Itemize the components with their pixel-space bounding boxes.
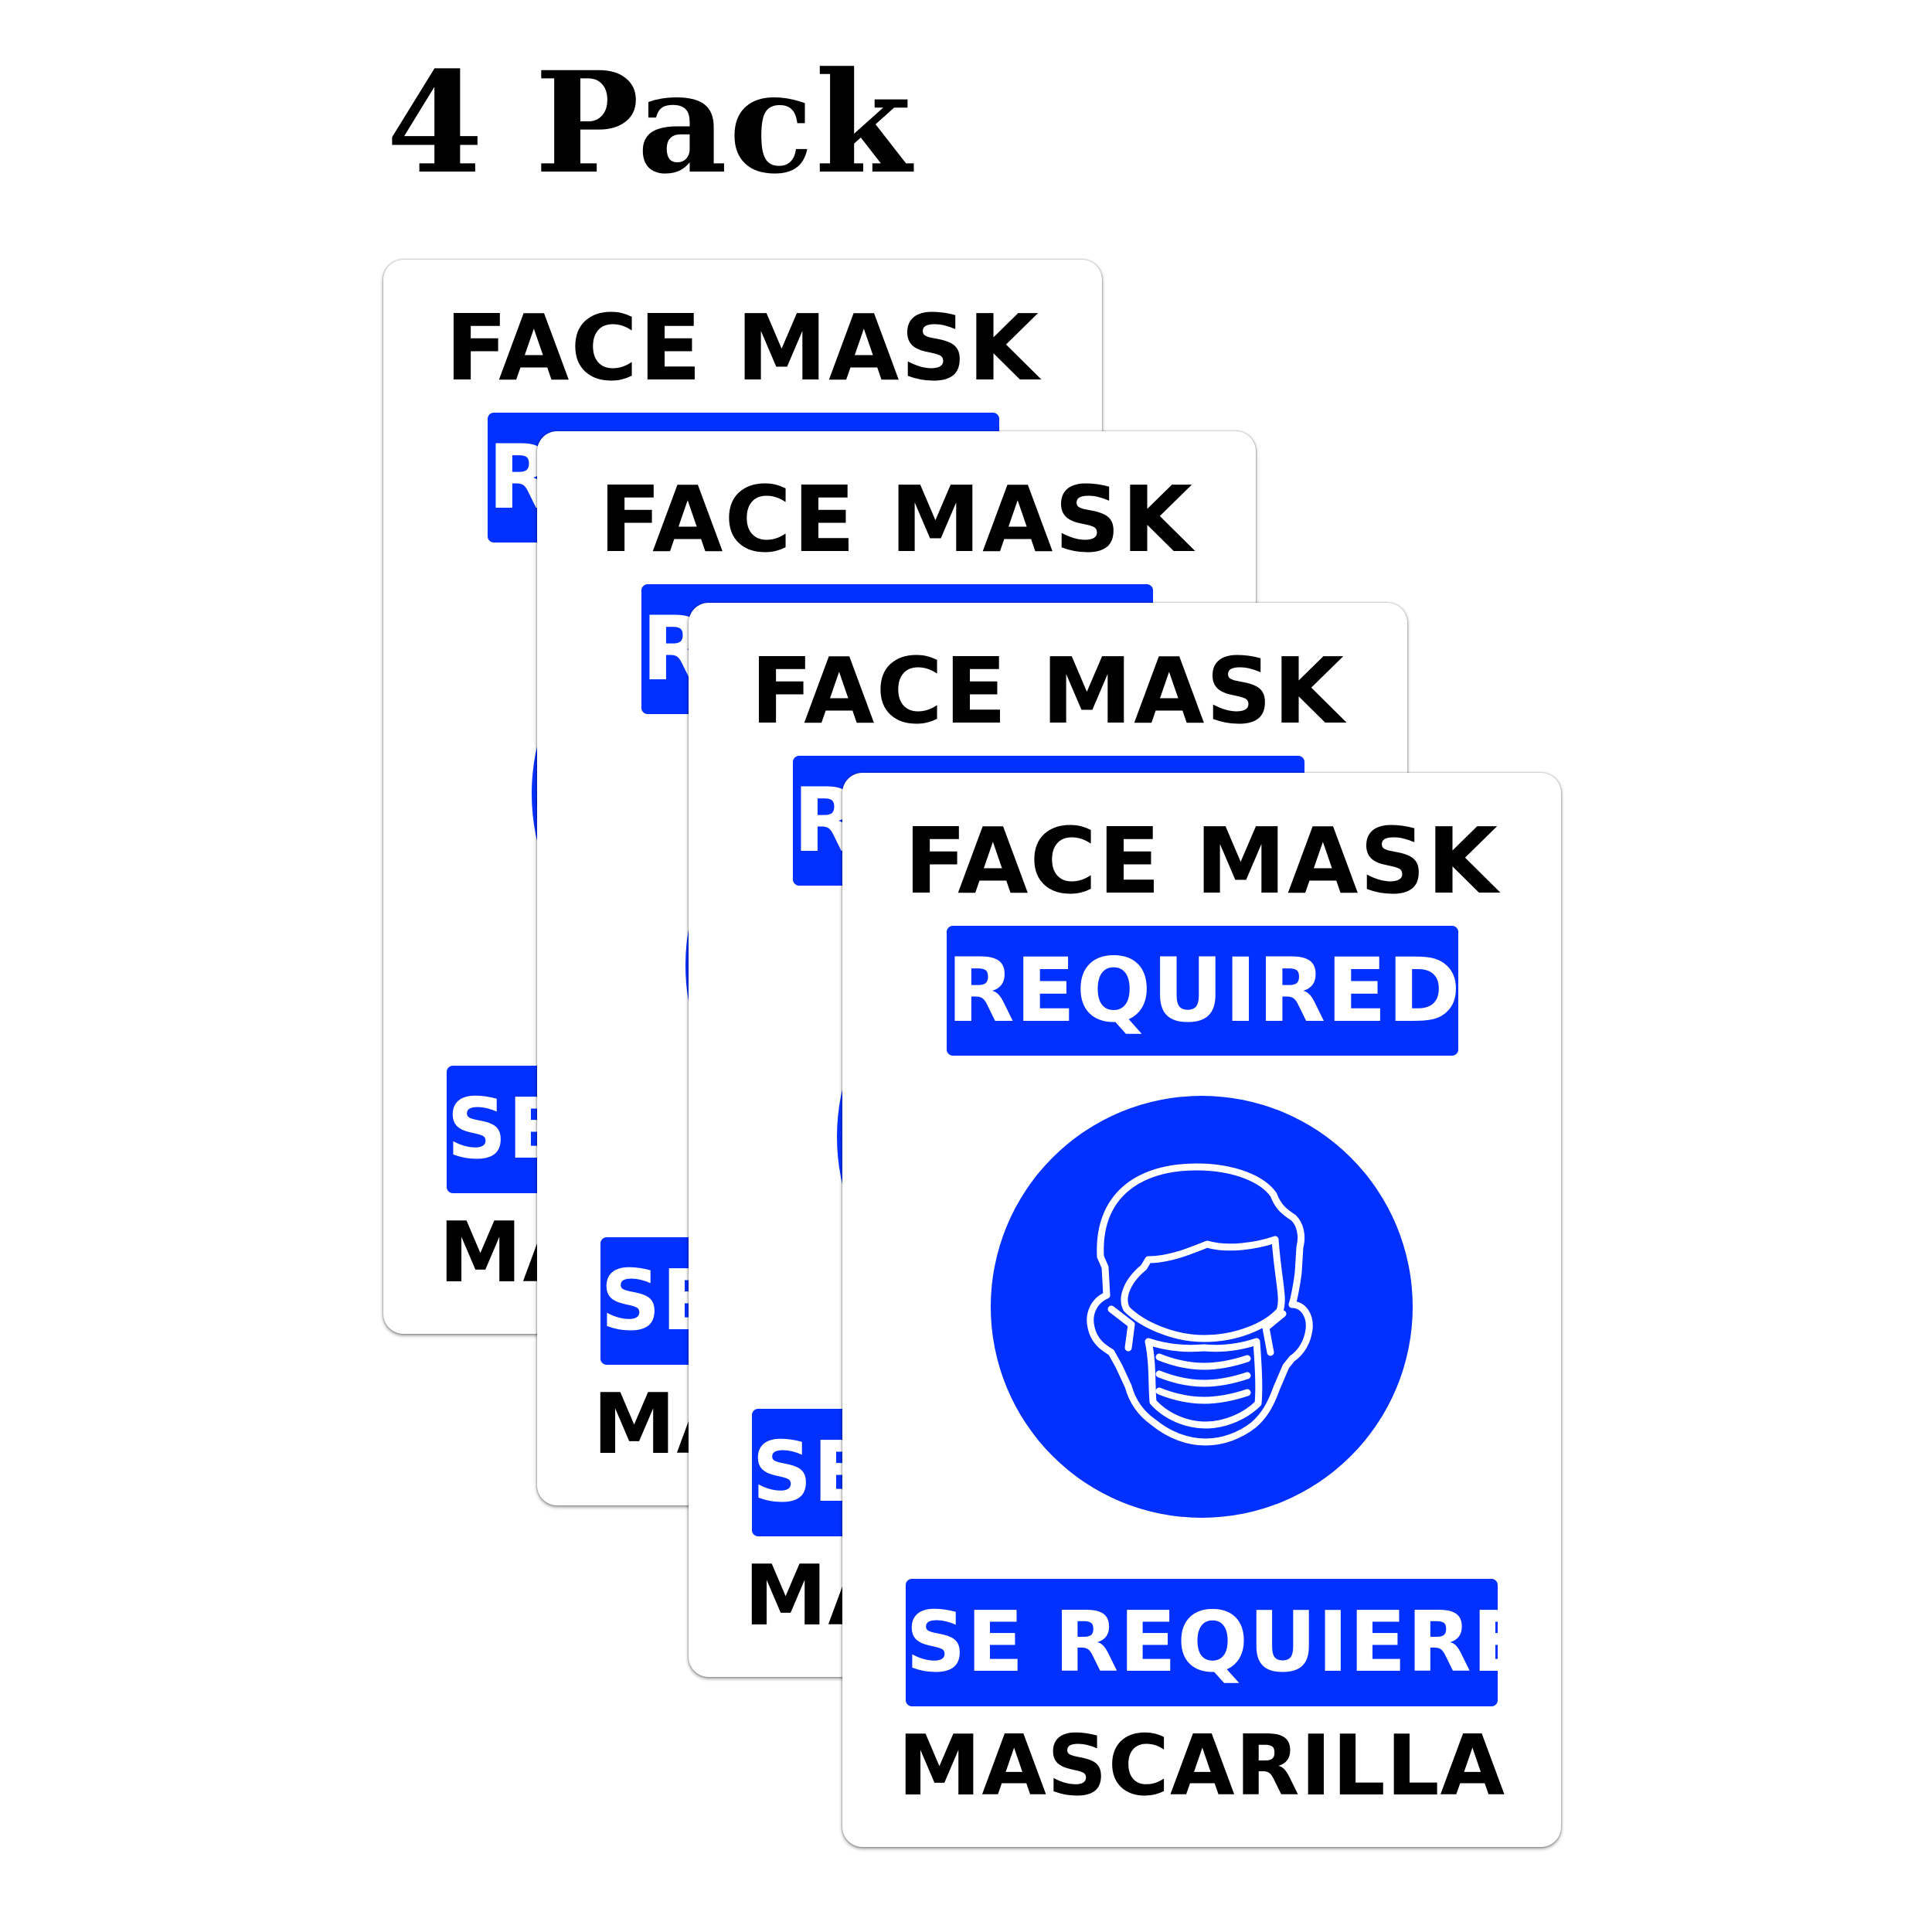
- sign-heading: FACE MASK: [904, 808, 1499, 914]
- sign-heading: FACE MASK: [750, 638, 1345, 744]
- required-badge: REQUIRED: [947, 926, 1461, 1056]
- sign-footer: MASCARILLA: [897, 1718, 1506, 1815]
- sign-heading: FACE MASK: [445, 294, 1040, 401]
- pack-title: 4 Pack: [386, 42, 913, 205]
- sign-heading: FACE MASK: [599, 466, 1194, 573]
- se-requiere-badge: SE REQUIERE: [906, 1579, 1529, 1706]
- sign-4: FACE MASK REQUIRED SE REQUIERE MASCARILL…: [842, 773, 1561, 1847]
- face-mask-person-icon: [991, 1096, 1413, 1518]
